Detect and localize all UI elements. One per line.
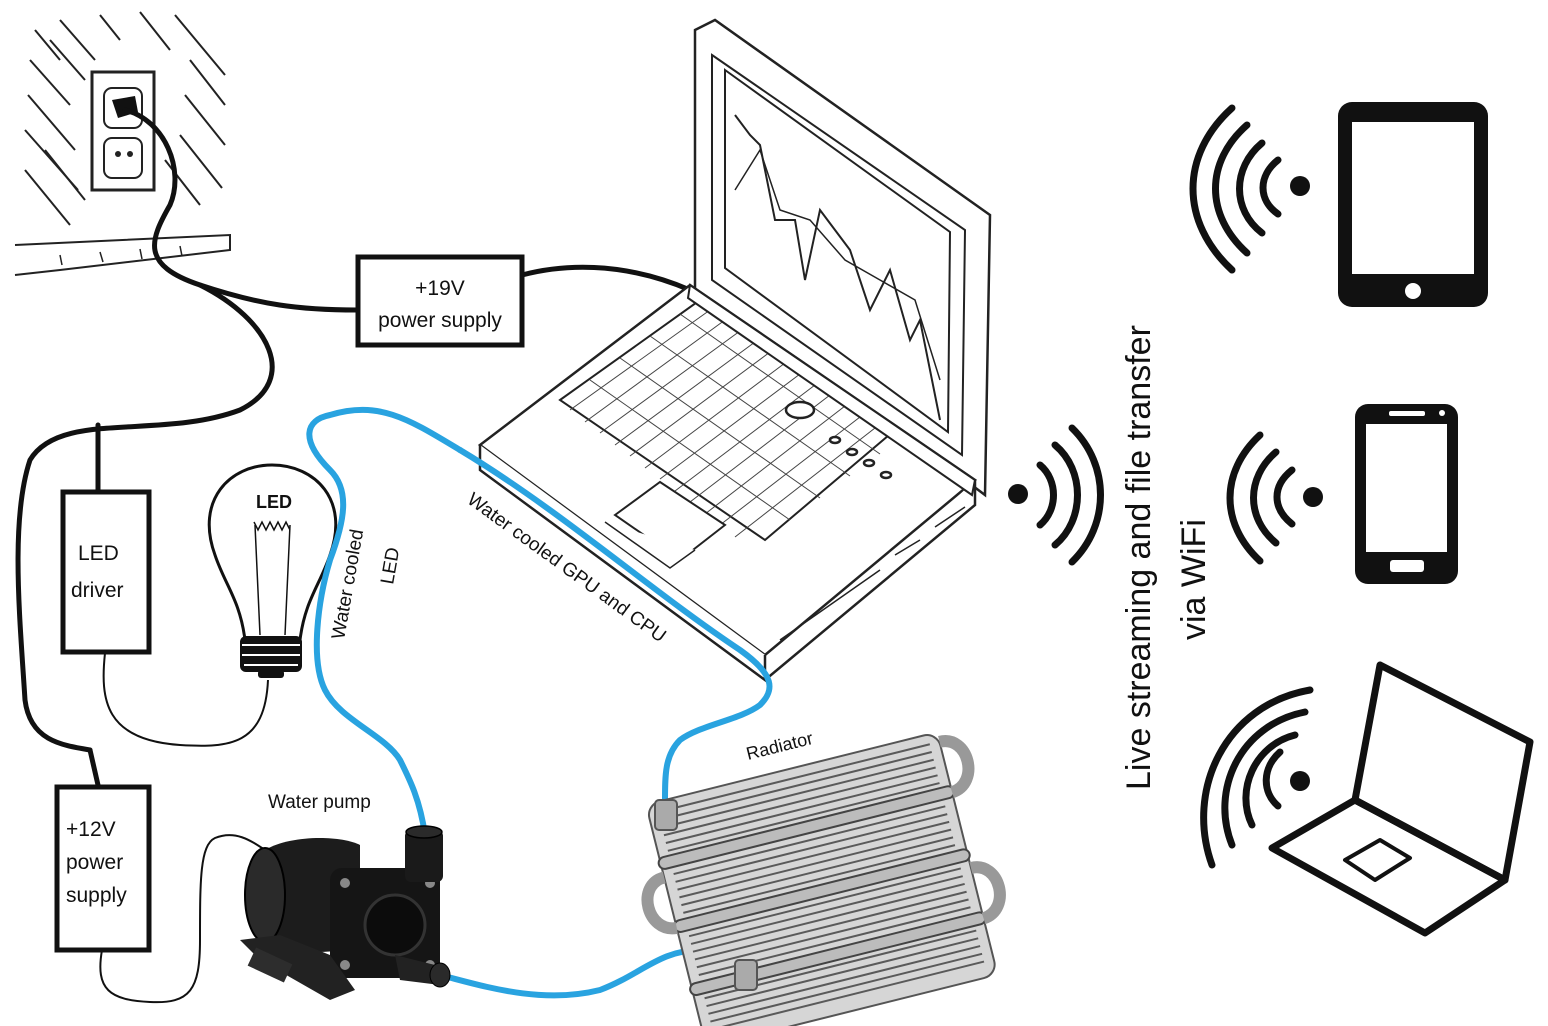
- svg-text:+12V: +12V: [66, 818, 116, 841]
- wifi-signal-icon: [1200, 686, 1314, 869]
- wifi-caption-line2: via WiFi: [1175, 519, 1213, 640]
- wifi-signal-icon: [1226, 431, 1323, 565]
- svg-text:LED: LED: [78, 542, 119, 565]
- svg-text:LED: LED: [256, 492, 292, 512]
- tablet-icon: [1338, 102, 1488, 307]
- svg-text:power supply: power supply: [378, 309, 502, 332]
- wifi-signal-icon: [1008, 424, 1104, 566]
- laptop-icon: [477, 18, 992, 683]
- svg-text:supply: supply: [66, 884, 127, 907]
- water-pump-icon: Water pump: [240, 792, 451, 1000]
- smartphone-icon: [1355, 404, 1458, 584]
- svg-text:power: power: [66, 851, 123, 874]
- svg-text:Water pump: Water pump: [268, 792, 371, 813]
- wifi-caption-line1: Live streaming and file transfer: [1120, 325, 1158, 790]
- wall-outlet-icon: [14, 11, 231, 276]
- thin-wires: [99, 652, 269, 1004]
- power-wires: [15, 107, 693, 788]
- water-led-label-2: LED: [377, 546, 404, 586]
- led-driver-box: LED driver: [60, 489, 152, 655]
- psu-12v-box: +12V power supply: [54, 784, 152, 953]
- svg-text:driver: driver: [71, 579, 124, 602]
- svg-text:+19V: +19V: [415, 277, 465, 300]
- light-bulb-icon: LED: [207, 463, 338, 678]
- wifi-signal-icon: [1189, 104, 1310, 274]
- laptop-outline-icon: [1268, 661, 1534, 937]
- svg-text:Radiator: Radiator: [744, 728, 815, 764]
- radiator-icon: Radiator: [641, 728, 1006, 1026]
- psu-19v-box: +19V power supply: [355, 254, 525, 348]
